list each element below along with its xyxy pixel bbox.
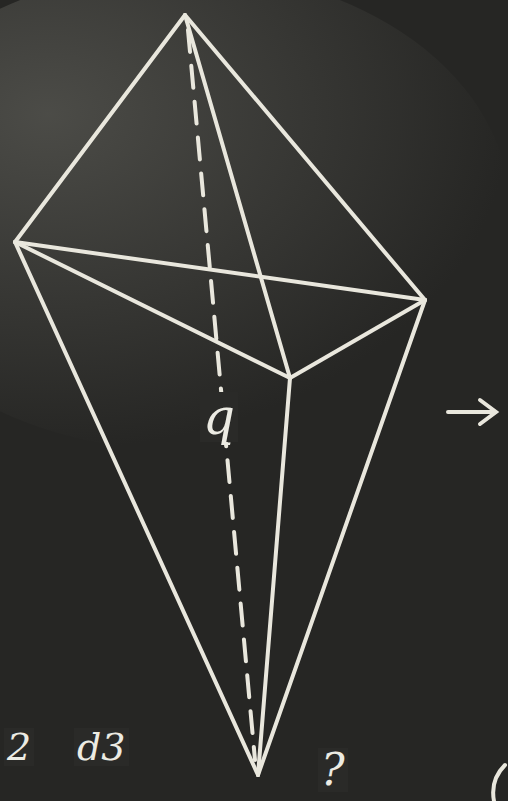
edge-line (185, 15, 290, 378)
bracket-fragment (493, 765, 505, 801)
edge-line (290, 300, 425, 378)
chalk-label: ? (318, 748, 348, 792)
arrow-symbol (448, 400, 496, 424)
chalk-smudge (0, 0, 508, 450)
chalk-label: 2 (4, 728, 34, 766)
hidden-edge (188, 30, 255, 760)
edge-line (258, 300, 425, 775)
chalk-label: d3 (74, 728, 129, 766)
edge-line (185, 15, 425, 300)
edge-line (15, 15, 185, 242)
edge-line (15, 242, 258, 775)
edge-line (258, 378, 290, 775)
edge-line (15, 242, 290, 378)
chalk-label: q (200, 392, 238, 442)
polyhedron-edges (15, 15, 505, 801)
